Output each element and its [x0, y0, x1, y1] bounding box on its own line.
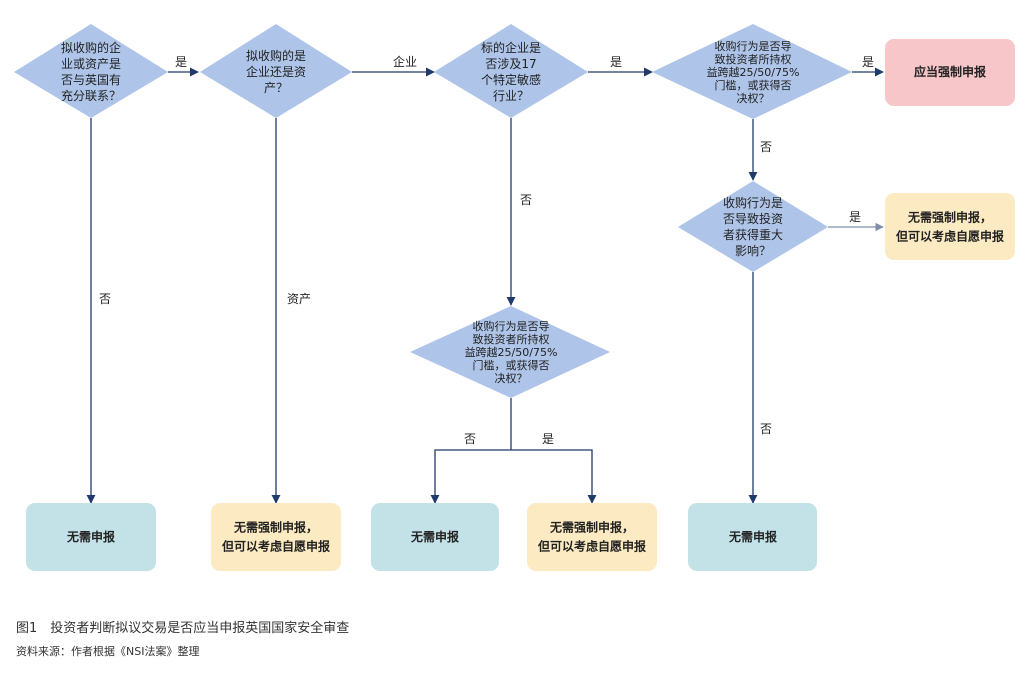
label-q5-no: 否 — [760, 422, 772, 436]
none-q6-text: 无需申报 — [410, 529, 459, 544]
text-line: 致投资者所持权 — [715, 52, 792, 66]
figure-source: 资料来源：作者根据《NSI法案》整理 — [16, 645, 200, 658]
label-q2-enterprise: 企业 — [393, 54, 417, 69]
text-line: 但可以考虑自愿申报 — [895, 229, 1004, 244]
none-q1-text: 无需申报 — [66, 529, 115, 544]
voluntary-q5-text: 无需强制申报， 但可以考虑自愿申报 — [895, 210, 1004, 244]
label-q2-asset: 资产 — [287, 292, 311, 306]
text-line: 决权？ — [737, 92, 770, 105]
text-line: 否与英国有 — [61, 73, 121, 87]
text-line: 产？ — [264, 81, 288, 95]
label-q4-yes: 是 — [862, 55, 874, 69]
q5-text: 收购行为是否导致投资者获得重大影响？ — [723, 195, 783, 258]
result-voluntary-q5: 无需强制申报， 但可以考虑自愿申报 — [885, 193, 1015, 260]
text-line: 无需申报 — [728, 529, 777, 544]
result-none-q1: 无需申报 — [26, 503, 156, 571]
result-mandatory: 应当强制申报 — [885, 39, 1015, 106]
text-line: 门槛，或获得否 — [473, 358, 550, 372]
text-line: 决权？ — [495, 372, 528, 385]
text-line: 拟收购的企 — [61, 40, 121, 55]
text-line: 影响？ — [735, 243, 771, 258]
text-line: 行业？ — [493, 89, 529, 103]
decision-q4: 收购行为是否导致投资者所持权益跨越25/50/75%门槛，或获得否决权？ — [652, 24, 852, 119]
connectors — [86, 67, 884, 504]
text-line: 收购行为是 — [723, 195, 783, 210]
none-q5-text: 无需申报 — [728, 529, 777, 544]
mandatory-text: 应当强制申报 — [914, 64, 986, 79]
voluntary-q6-text: 无需强制申报， 但可以考虑自愿申报 — [537, 520, 646, 554]
text-line: 者获得重大 — [723, 227, 783, 242]
result-none-q5: 无需申报 — [688, 503, 817, 571]
figure-caption: 图1 投资者判断拟议交易是否应当申报英国国家安全审查 — [16, 621, 350, 636]
label-q6-no: 否 — [464, 432, 476, 446]
edge-q6-none — [430, 449, 511, 504]
text-line: 无需强制申报， — [907, 210, 992, 225]
q4-text: 收购行为是否导致投资者所持权益跨越25/50/75%门槛，或获得否决权？ — [707, 39, 800, 105]
text-line: 拟收购的是 — [246, 48, 306, 63]
decision-q1: 拟收购的企业或资产是否与英国有充分联系？ — [14, 24, 168, 118]
label-q1-no: 否 — [99, 292, 111, 306]
result-voluntary-q6: 无需强制申报， 但可以考虑自愿申报 — [527, 503, 657, 571]
text-line: 无需申报 — [410, 529, 459, 544]
flowchart: 拟收购的企业或资产是否与英国有充分联系？ 拟收购的是企业还是资产？ 标的企业是否… — [14, 24, 1015, 571]
text-line: 收购行为是否导 — [715, 39, 792, 53]
q1-text: 拟收购的企业或资产是否与英国有充分联系？ — [61, 40, 121, 103]
text-line: 益跨越25/50/75% — [707, 65, 800, 79]
voluntary-q2-text: 无需强制申报， 但可以考虑自愿申报 — [221, 520, 330, 554]
decision-q2: 拟收购的是企业还是资产？ — [200, 24, 352, 118]
text-line: 但可以考虑自愿申报 — [537, 539, 646, 554]
result-voluntary-q2: 无需强制申报， 但可以考虑自愿申报 — [211, 503, 341, 571]
decision-q5: 收购行为是否导致投资者获得重大影响？ — [678, 181, 828, 272]
text-line: 门槛，或获得否 — [715, 78, 792, 92]
decision-q6: 收购行为是否导致投资者所持权益跨越25/50/75%门槛，或获得否决权？ — [410, 306, 610, 398]
text-line: 益跨越25/50/75% — [465, 345, 558, 359]
label-q4-no: 否 — [760, 140, 772, 154]
label-q3-no: 否 — [520, 193, 532, 207]
text-line: 致投资者所持权 — [473, 332, 550, 346]
text-line: 应当强制申报 — [914, 64, 986, 79]
q2-text: 拟收购的是企业还是资产？ — [246, 48, 306, 95]
text-line: 无需强制申报， — [549, 520, 634, 535]
text-line: 无需强制申报， — [233, 520, 318, 535]
label-q1-yes: 是 — [175, 55, 187, 69]
text-line: 否涉及17 — [485, 57, 536, 71]
text-line: 收购行为是否导 — [473, 319, 550, 333]
q6-text: 收购行为是否导致投资者所持权益跨越25/50/75%门槛，或获得否决权？ — [465, 319, 558, 385]
text-line: 无需申报 — [66, 529, 115, 544]
text-line: 但可以考虑自愿申报 — [221, 539, 330, 554]
result-none-q6: 无需申报 — [371, 503, 499, 571]
text-line: 企业还是资 — [246, 64, 306, 79]
label-q6-yes: 是 — [542, 432, 554, 446]
label-q3-yes: 是 — [610, 55, 622, 69]
text-line: 业或资产是 — [61, 57, 121, 71]
edge-q6-voluntary — [511, 449, 597, 504]
text-line: 个特定敏感 — [481, 72, 541, 87]
label-q5-yes: 是 — [849, 210, 861, 224]
text-line: 充分联系？ — [61, 88, 121, 103]
edge-labels: 是 企业 是 是 否 资产 否 否 是 否 否 是 — [99, 54, 874, 446]
text-line: 标的企业是 — [481, 40, 541, 55]
text-line: 否导致投资 — [723, 211, 783, 226]
